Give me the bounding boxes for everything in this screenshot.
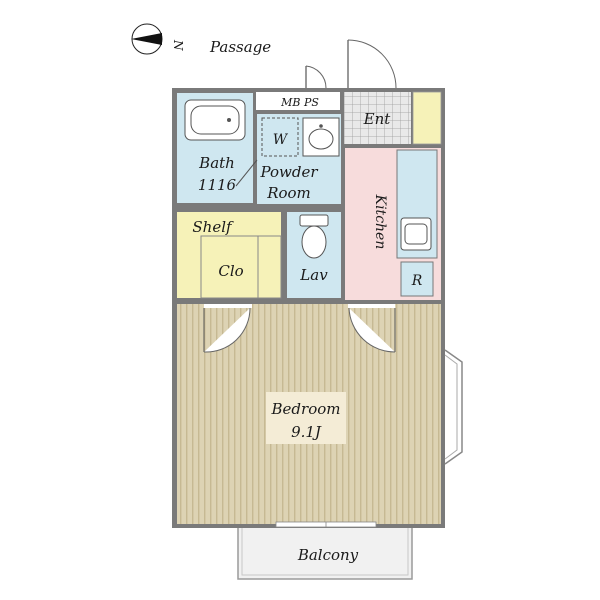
- closet-label: Clo: [218, 262, 243, 280]
- washer-label: W: [273, 132, 289, 148]
- powder-room-door: [235, 159, 258, 187]
- washbasin-icon: [302, 117, 340, 157]
- entrance-label: Ent: [363, 110, 392, 128]
- kitchen-label: Kitchen: [372, 194, 388, 250]
- kitchen-sink-icon: [400, 217, 432, 251]
- powder-room-label-line2: Room: [266, 184, 311, 202]
- entrance-floor: [344, 92, 411, 144]
- mb-ps-door: [305, 65, 327, 89]
- mb-ps-label: MB PS: [280, 96, 319, 109]
- balcony: Balcony: [237, 524, 413, 580]
- closet-door: [203, 304, 252, 353]
- toilet-icon: [299, 214, 329, 259]
- bedroom-label: Bedroom: [271, 400, 341, 418]
- balcony-window: [275, 521, 377, 528]
- passage-label: Passage: [209, 38, 271, 56]
- bedroom-size: 9.1J: [291, 423, 322, 441]
- north-arrow-icon: [131, 33, 162, 45]
- north-label: N: [171, 39, 185, 51]
- bathtub-icon: [184, 99, 246, 141]
- powder-room-label-line1: Powder: [259, 163, 318, 181]
- bedroom-door: [348, 304, 396, 353]
- bath-size: 1116: [198, 176, 237, 194]
- balcony-label: Balcony: [297, 546, 359, 564]
- closet-area: [200, 235, 282, 299]
- bay-window: [444, 349, 463, 465]
- bath-label: Bath: [198, 154, 235, 172]
- compass: N: [131, 23, 185, 55]
- entrance-door: [347, 39, 397, 89]
- refrigerator-label: R: [411, 273, 423, 289]
- shelf-label: Shelf: [192, 218, 234, 236]
- bedroom-label-box: [266, 392, 346, 444]
- shoe-cabinet: [412, 91, 442, 145]
- lavatory-label: Lav: [299, 266, 328, 284]
- refrigerator-space: [400, 261, 434, 297]
- mb-ps-area: [256, 92, 340, 110]
- washer-space: [261, 117, 299, 157]
